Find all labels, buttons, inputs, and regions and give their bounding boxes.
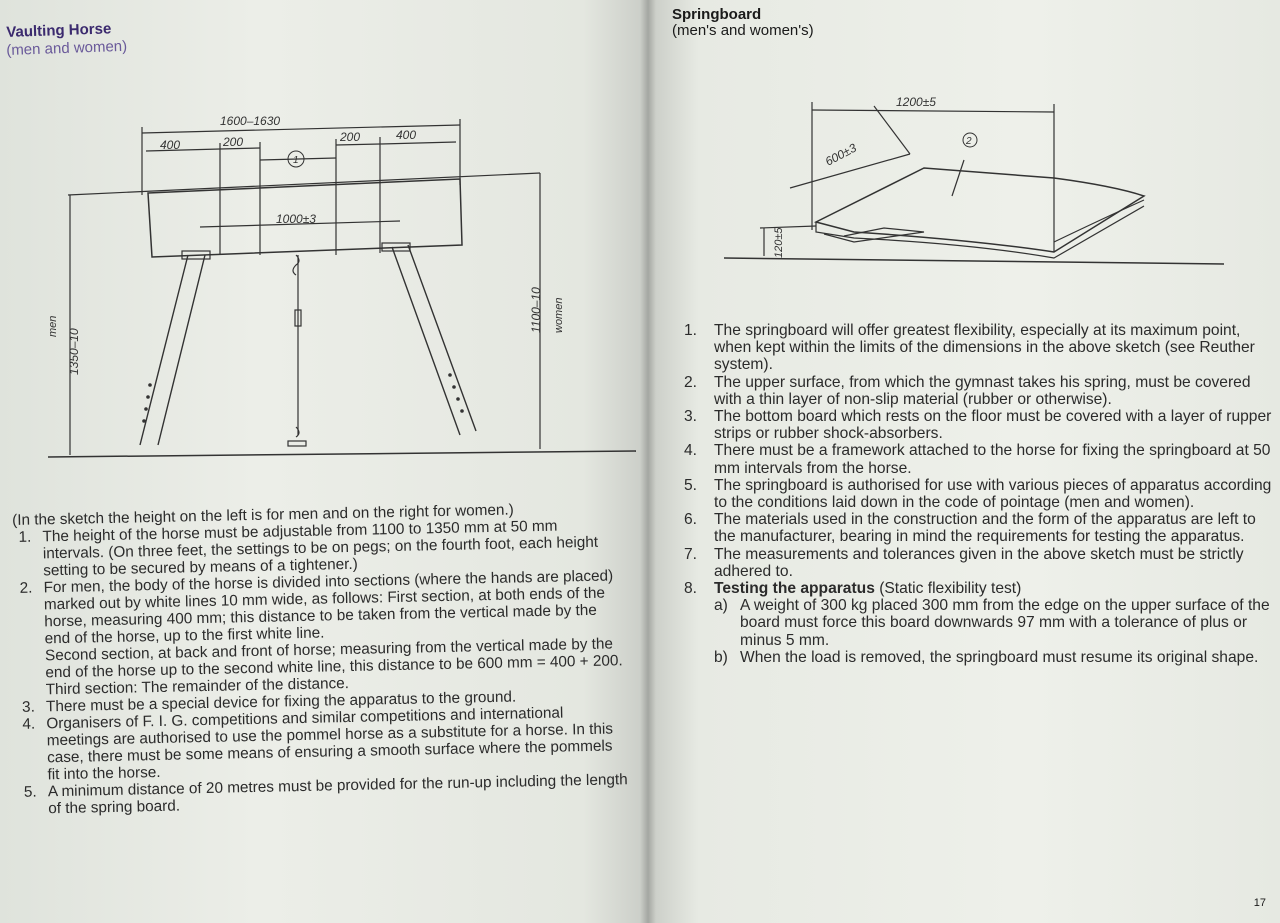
list-item: 1.The springboard will offer greatest fl… bbox=[684, 322, 1255, 374]
label-leg-spacing: 1000±3 bbox=[276, 212, 316, 226]
label-height-women: 1100–10 bbox=[529, 287, 543, 333]
list-item: 5.The springboard is authorised for use … bbox=[684, 476, 1272, 512]
sub-item: a)A weight of 300 kg placed 300 mm from … bbox=[714, 597, 1270, 649]
list-item: 2.For men, the body of the horse is divi… bbox=[19, 567, 623, 699]
label-sec-left-inner: 200 bbox=[222, 135, 243, 149]
label-slope: 600±3 bbox=[823, 141, 859, 169]
book-gutter bbox=[640, 0, 656, 923]
label-sec-right-inner: 200 bbox=[339, 130, 360, 144]
list-item: 6.The materials used in the construction… bbox=[684, 511, 1256, 546]
list-item: 4.There must be a framework attached to … bbox=[684, 442, 1271, 477]
callout-2: 2 bbox=[965, 136, 972, 147]
label-length: 1200±5 bbox=[896, 95, 936, 109]
testing-heading: Testing the apparatus bbox=[714, 580, 875, 598]
springboard-diagram: 1200±5 600±3 120±5 2 bbox=[724, 95, 1225, 265]
label-height: 120±5 bbox=[773, 227, 785, 258]
left-page: Vaulting Horse (men and women) bbox=[0, 0, 648, 923]
label-sec-left-outer: 400 bbox=[160, 138, 180, 152]
vaulting-horse-diagram: 1600–1630 400 200 200 400 1 1000±3 1350–… bbox=[47, 114, 637, 458]
springboard-subtitle: (men's and women's) bbox=[672, 22, 814, 39]
sub-item: b)When the load is removed, the springbo… bbox=[714, 648, 1259, 666]
label-women: women bbox=[553, 298, 565, 333]
springboard-rules-text: 1.The springboard will offer greatest fl… bbox=[682, 322, 1274, 666]
label-height-men: 1350–10 bbox=[67, 328, 81, 375]
list-item: 3.The bottom board which rests on the fl… bbox=[684, 408, 1272, 443]
list-item: 8.Testing the apparatus (Static flexibil… bbox=[682, 580, 1274, 666]
label-sec-right-outer: 400 bbox=[396, 128, 416, 142]
label-men: men bbox=[47, 316, 59, 337]
horse-rules-text: (In the sketch the height on the left is… bbox=[12, 499, 628, 818]
list-item: 4.Organisers of F. I. G. competitions an… bbox=[22, 704, 614, 784]
list-item: 2.The upper surface, from which the gymn… bbox=[684, 373, 1251, 408]
page-number: 17 bbox=[1253, 897, 1266, 909]
right-page: Springboard (men's and women's) bbox=[648, 0, 1280, 923]
callout-1: 1 bbox=[293, 155, 299, 166]
label-total-length: 1600–1630 bbox=[220, 114, 280, 128]
springboard-title: Springboard bbox=[672, 6, 762, 23]
list-item: 7.The measurements and tolerances given … bbox=[684, 545, 1244, 580]
vaulting-horse-subtitle: (men and women) bbox=[6, 37, 128, 59]
